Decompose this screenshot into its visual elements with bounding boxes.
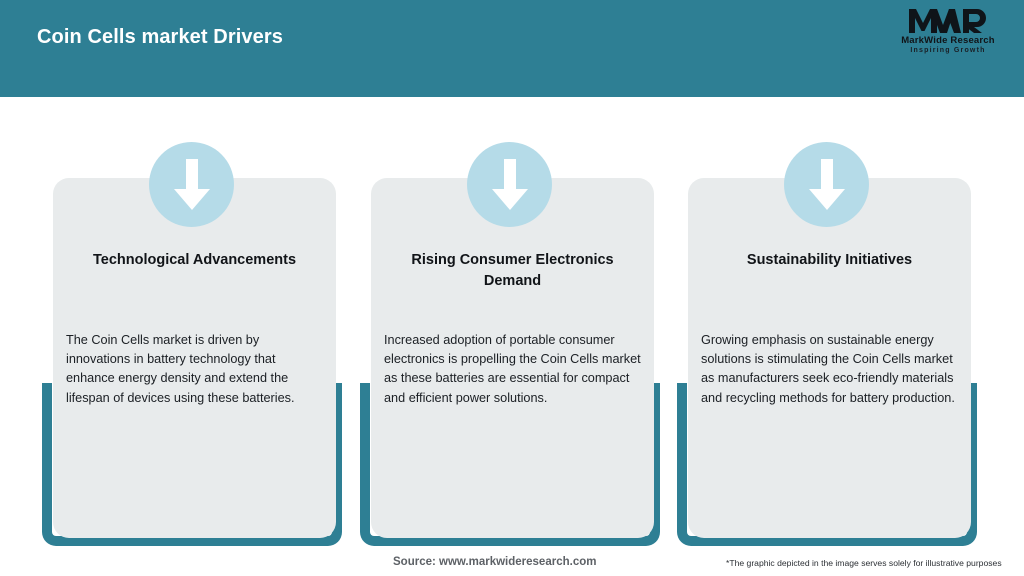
driver-card-2: Rising Consumer Electronics Demand Incre… <box>360 97 660 552</box>
card-title: Technological Advancements <box>92 252 297 268</box>
down-arrow-icon <box>784 142 869 227</box>
logo-company-name: MarkWide Research <box>901 35 995 46</box>
mwr-logo-icon <box>890 8 1006 34</box>
card-title: Sustainability Initiatives <box>746 252 913 268</box>
page-title: Coin Cells market Drivers <box>37 26 283 48</box>
card-body-text: Growing emphasis on sustainable energy s… <box>701 333 955 405</box>
disclaimer-label: *The graphic depicted in the image serve… <box>726 558 1002 568</box>
card-panel: Sustainability Initiatives Growing empha… <box>688 178 971 538</box>
drivers-card-group: Technological Advancements The Coin Cell… <box>0 97 1024 552</box>
card-body-text: Increased adoption of portable consumer … <box>384 333 641 405</box>
card-body-text: The Coin Cells market is driven by innov… <box>66 333 295 405</box>
card-frame-accent <box>42 383 342 546</box>
logo-tagline: Inspiring Growth <box>910 47 986 54</box>
card-frame-accent <box>360 383 660 546</box>
card-title: Rising Consumer Electronics Demand <box>411 252 614 289</box>
card-panel: Rising Consumer Electronics Demand Incre… <box>371 178 654 538</box>
driver-card-3: Sustainability Initiatives Growing empha… <box>677 97 977 552</box>
driver-card-1: Technological Advancements The Coin Cell… <box>42 97 342 552</box>
brand-logo: MarkWide Research Inspiring Growth <box>890 8 1006 60</box>
page-header: Coin Cells market Drivers MarkWide Resea… <box>0 0 1024 97</box>
down-arrow-icon <box>149 142 234 227</box>
card-panel: Technological Advancements The Coin Cell… <box>53 178 336 538</box>
card-frame-accent <box>677 383 977 546</box>
source-label: Source: www.markwideresearch.com <box>393 556 597 568</box>
down-arrow-icon <box>467 142 552 227</box>
